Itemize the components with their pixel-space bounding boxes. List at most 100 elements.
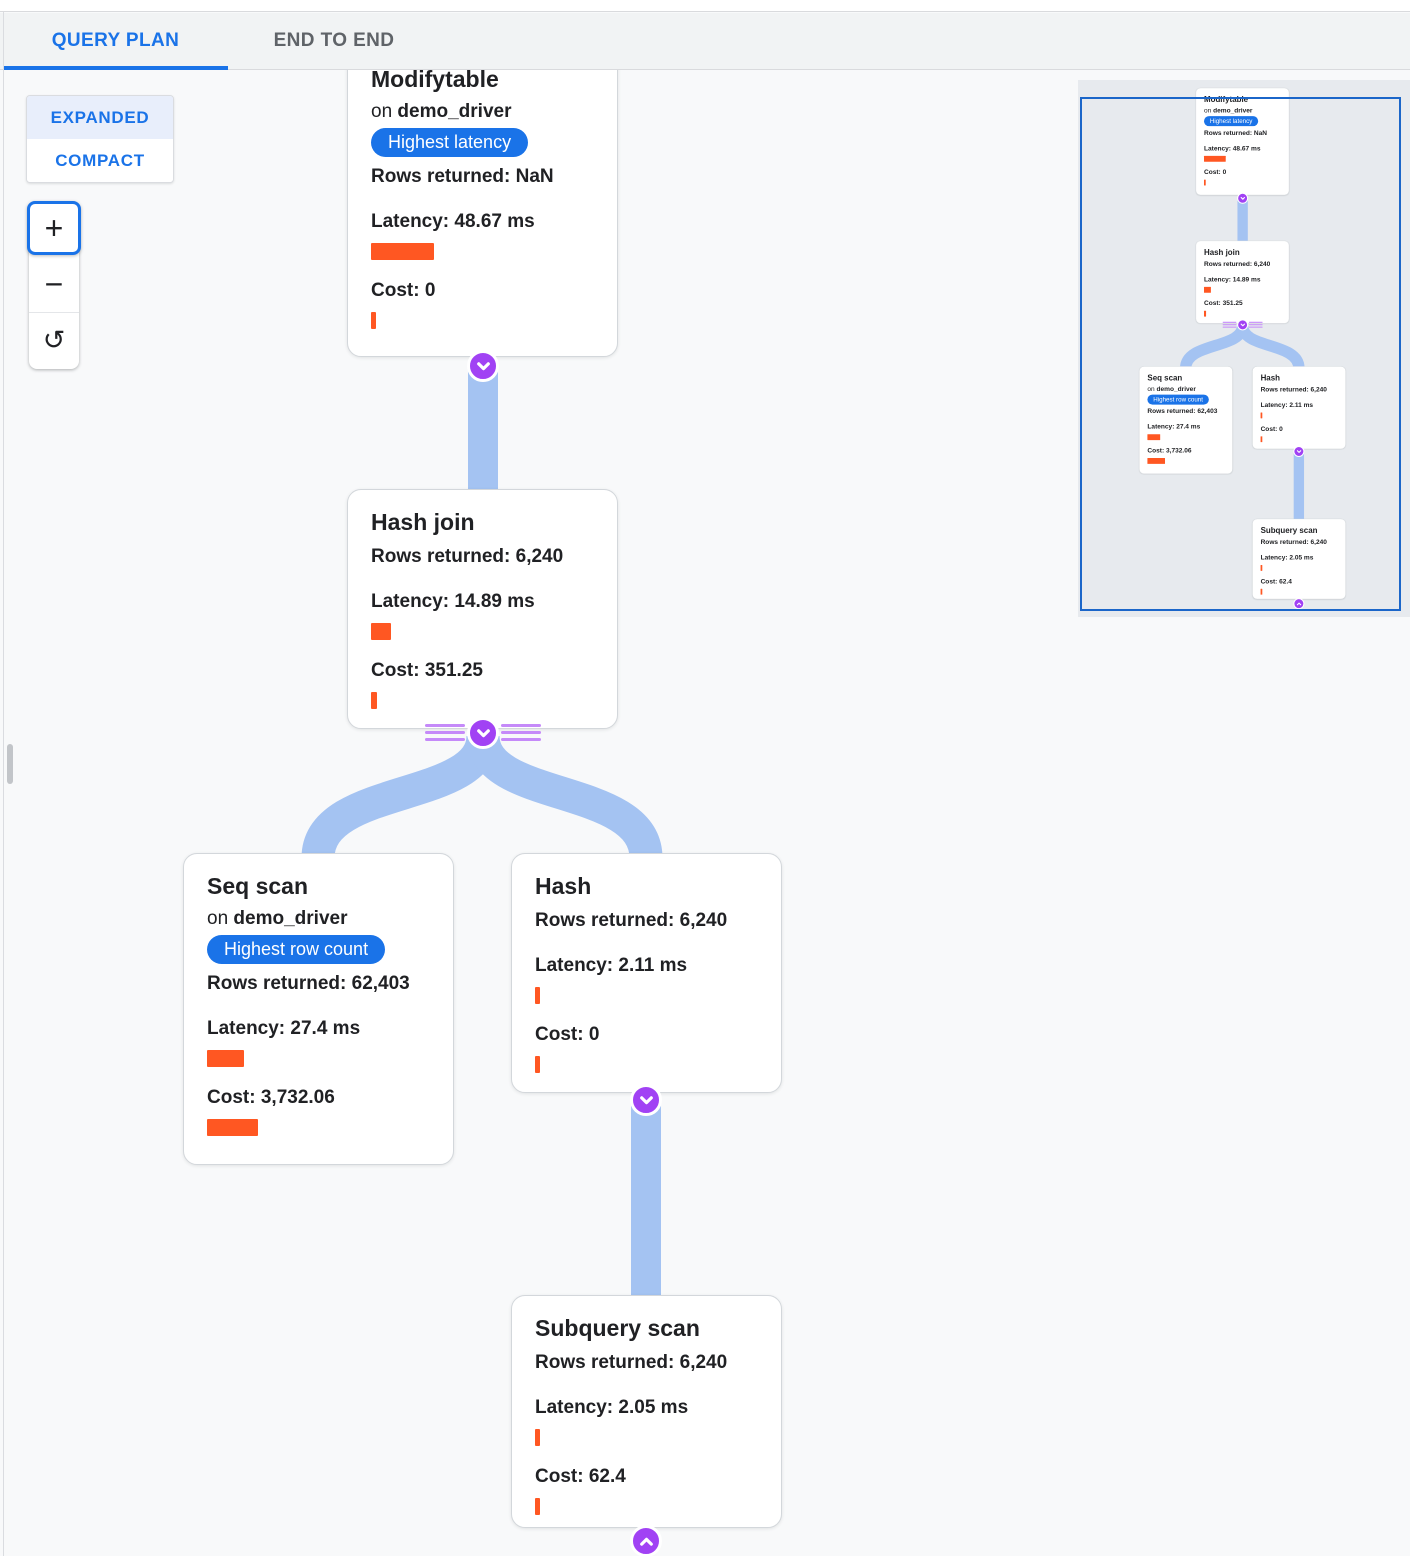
table-name: demo_driver xyxy=(397,101,512,122)
table-name: demo_driver xyxy=(233,908,348,929)
mini-node-title: Seq scan xyxy=(1147,373,1183,383)
mini-node-title: Hash xyxy=(1260,373,1280,383)
mini-table-name: demo_driver xyxy=(1156,385,1196,393)
node-title: Hash xyxy=(535,873,592,899)
highest-latency-badge: Highest latency xyxy=(371,128,529,157)
reset-view-button[interactable]: ↺ xyxy=(29,312,79,367)
on-label: on xyxy=(371,101,393,122)
reset-icon: ↺ xyxy=(42,324,66,355)
mini-latency-value: Latency: 2.11 ms xyxy=(1260,401,1314,409)
latency-value: Latency: 2.05 ms xyxy=(535,1396,689,1418)
mini-chevron-down-icon xyxy=(1240,323,1245,327)
mini-rows-returned: Rows returned: 6,240 xyxy=(1260,385,1327,394)
collapse-button-hash[interactable] xyxy=(630,1084,662,1116)
mini-node-table: on demo_driver xyxy=(1204,107,1281,115)
latency-bar xyxy=(371,242,434,260)
collapse-button-modifytable[interactable] xyxy=(467,350,499,382)
tab-query-plan[interactable]: QUERY PLAN xyxy=(3,13,228,70)
mini-latency-value: Latency: 2.05 ms xyxy=(1260,553,1314,562)
collapsed-children-stripes xyxy=(425,724,541,745)
plan-node-seq-scan[interactable]: Seq scan on demo_driver Highest row coun… xyxy=(183,853,454,1165)
mini-edge-hashjoin-hash xyxy=(1236,324,1305,370)
mini-latency-bar xyxy=(1260,564,1263,571)
cost-value: Cost: 0 xyxy=(535,1023,600,1045)
plan-node-hash[interactable]: Hash Rows returned: 6,240 Latency: 2.11 … xyxy=(511,853,782,1093)
mini-collapse-button-hash xyxy=(1293,445,1305,458)
tab-query-plan-label: QUERY PLAN xyxy=(51,30,180,51)
mini-highest-latency-badge: Highest latency xyxy=(1203,116,1259,127)
mini-latency-value: Latency: 14.89 ms xyxy=(1203,275,1261,284)
mini-chevron-up-icon xyxy=(1296,602,1302,606)
mini-cost-bar xyxy=(1203,179,1206,186)
cost-value: Cost: 62.4 xyxy=(535,1465,626,1487)
vertical-scrollbar-thumb[interactable] xyxy=(7,744,13,784)
collapse-button-hash-join[interactable] xyxy=(467,717,499,749)
plus-icon: + xyxy=(44,209,64,246)
mini-plan-edges xyxy=(1180,198,1305,520)
mini-cost-value: Cost: 62.4 xyxy=(1260,577,1292,585)
mini-rows-returned: Rows returned: NaN xyxy=(1203,129,1268,137)
cost-bar xyxy=(207,1118,258,1136)
rows-returned: Rows returned: 6,240 xyxy=(535,910,728,931)
minus-icon: − xyxy=(44,266,64,302)
mini-plan-tree: Modifytable on demo_driver Highest laten… xyxy=(1078,80,1410,610)
chevron-up-icon xyxy=(639,1537,653,1546)
rows-returned: Rows returned: 62,403 xyxy=(207,973,410,994)
tab-end-to-end[interactable]: END TO END xyxy=(228,13,440,69)
mini-latency-value: Latency: 27.4 ms xyxy=(1147,423,1201,431)
mini-cost-value: Cost: 0 xyxy=(1260,425,1283,433)
mini-plan-node-modifytable: Modifytable on demo_driver Highest laten… xyxy=(1195,87,1290,196)
tab-bar: QUERY PLAN END TO END xyxy=(0,13,1410,70)
layout-toggle: EXPANDED COMPACT xyxy=(26,95,174,183)
cost-bar xyxy=(535,1497,540,1515)
pane-divider xyxy=(3,12,4,1556)
top-strip xyxy=(0,0,1410,12)
mini-node-table: on demo_driver xyxy=(1147,385,1224,393)
rows-returned: Rows returned: 6,240 xyxy=(371,546,564,567)
mini-latency-bar xyxy=(1147,434,1161,441)
minimap-viewport[interactable] xyxy=(1080,97,1401,611)
mini-latency-bar xyxy=(1203,286,1211,293)
mini-collapse-button-modifytable xyxy=(1237,192,1249,204)
expanded-button[interactable]: EXPANDED xyxy=(27,96,173,139)
node-title: Seq scan xyxy=(207,873,308,899)
mini-plan-node-subquery-scan: Subquery scan Rows returned: 6,240 Laten… xyxy=(1252,518,1346,600)
chevron-down-icon xyxy=(476,728,490,737)
minimap[interactable]: Modifytable on demo_driver Highest laten… xyxy=(1078,80,1410,617)
mini-cost-bar xyxy=(1147,458,1166,464)
plan-node-subquery-scan[interactable]: Subquery scan Rows returned: 6,240 Laten… xyxy=(511,1295,782,1528)
mini-cost-value: Cost: 3,732.06 xyxy=(1147,446,1192,455)
mini-cost-bar xyxy=(1203,310,1207,317)
cost-bar xyxy=(535,1055,540,1073)
zoom-controls: + − ↺ xyxy=(27,201,81,369)
mini-rows-returned: Rows returned: 62,403 xyxy=(1147,407,1218,415)
latency-value: Latency: 2.11 ms xyxy=(535,954,688,976)
highest-row-count-badge: Highest row count xyxy=(207,935,386,964)
mini-highest-row-count-badge: Highest row count xyxy=(1147,394,1209,405)
latency-bar xyxy=(535,986,540,1004)
mini-latency-bar xyxy=(1260,412,1263,419)
latency-bar xyxy=(535,1428,540,1446)
compact-button[interactable]: COMPACT xyxy=(27,139,173,182)
rows-returned: Rows returned: NaN xyxy=(371,166,554,187)
mini-latency-value: Latency: 48.67 ms xyxy=(1203,144,1261,153)
cost-value: Cost: 351.25 xyxy=(371,659,483,681)
edge-hashjoin-seqscan xyxy=(301,733,500,860)
mini-table-name: demo_driver xyxy=(1213,106,1253,115)
chevron-down-icon xyxy=(639,1095,653,1104)
zoom-out-button[interactable]: − xyxy=(29,257,79,312)
expand-button-subquery-scan[interactable] xyxy=(630,1525,662,1556)
mini-plan-node-hash: Hash Rows returned: 6,240 Latency: 2.11 … xyxy=(1252,366,1346,450)
mini-node-title: Subquery scan xyxy=(1260,525,1318,535)
mini-collapse-button-hash-join xyxy=(1237,319,1249,331)
plan-node-modifytable[interactable]: Modifytable on demo_driver Highest laten… xyxy=(347,46,618,357)
plan-node-hash-join[interactable]: Hash join Rows returned: 6,240 Latency: … xyxy=(347,489,618,729)
mini-on-label: on xyxy=(1203,106,1212,115)
latency-bar xyxy=(371,622,391,640)
mini-node-title: Hash join xyxy=(1203,247,1240,257)
zoom-in-button[interactable]: + xyxy=(27,201,81,255)
node-table: on demo_driver xyxy=(207,908,430,930)
mini-on-label: on xyxy=(1147,385,1155,393)
